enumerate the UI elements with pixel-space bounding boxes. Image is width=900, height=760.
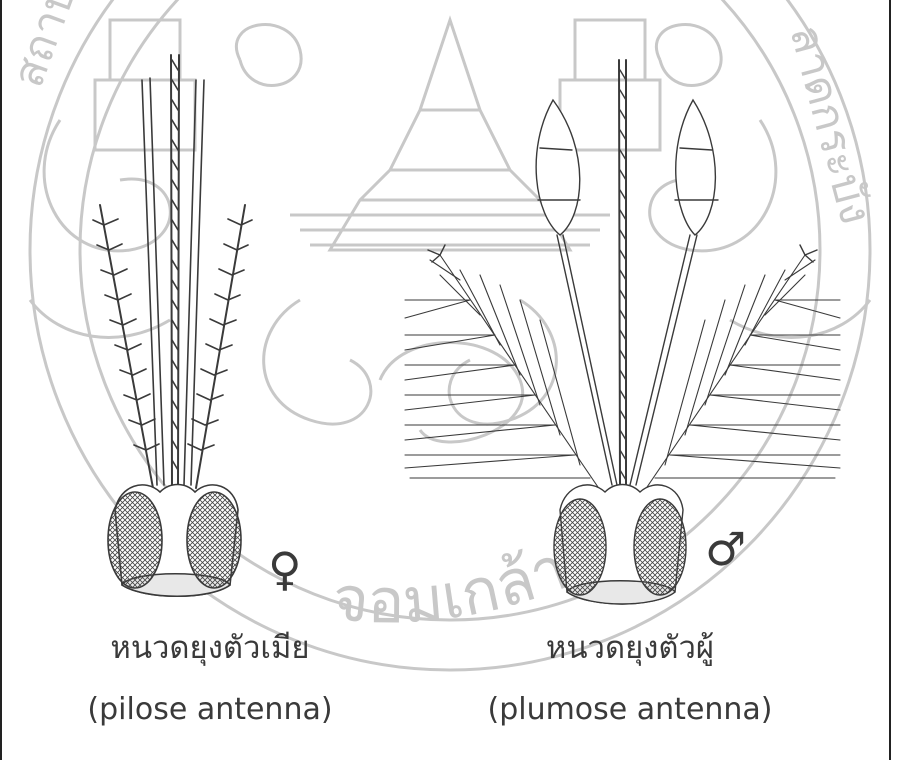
female-antenna-right: [196, 205, 245, 488]
female-antenna: [93, 55, 252, 596]
female-palp-right: [184, 80, 204, 485]
male-antenna: [405, 60, 840, 604]
male-palp-club-right: [676, 100, 716, 235]
male-caption-latin: (plumose antenna): [460, 692, 800, 727]
male-symbol: ♂: [705, 522, 746, 576]
male-plume-left: [405, 255, 600, 490]
watermark-side-right: ลาดกระบัง: [779, 20, 881, 230]
female-caption-thai: หนวดยุงตัวเมีย: [60, 622, 360, 672]
female-symbol: ♀: [268, 542, 302, 596]
female-eye-left: [108, 492, 162, 588]
male-plume-right: [645, 255, 840, 490]
female-eye-right: [187, 492, 241, 588]
male-eye-right: [634, 499, 686, 595]
male-eye-left: [554, 499, 606, 595]
female-caption-latin: (pilose antenna): [60, 692, 360, 727]
male-caption-thai: หนวดยุงตัวผู้: [480, 622, 780, 672]
female-antenna-left: [100, 205, 153, 488]
